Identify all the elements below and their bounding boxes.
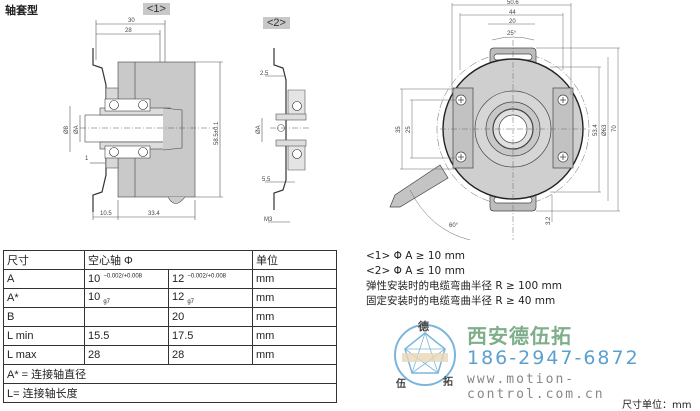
- view-1-label: <1>: [143, 3, 170, 15]
- side-view-2: [261, 48, 310, 223]
- dim-58-5: 58.5±0.1: [214, 121, 220, 145]
- technical-drawings: 30 28 Ø8 ØA 58.5±0.1 1 10.5 33.4 2.5 ØA …: [64, 0, 620, 241]
- table-row: B 20 mm: [3, 307, 337, 327]
- dim-50-6: 50.6: [507, 0, 519, 6]
- note-line: 弹性安装时的电缆弯曲半径 R ≥ 100 mm: [366, 280, 562, 292]
- svg-text:德: 德: [417, 319, 429, 333]
- dim-dA: ØA: [74, 125, 80, 134]
- dim-5-5: 5.5: [262, 177, 271, 183]
- table-header: 尺寸 空心轴 Φ 单位: [3, 250, 337, 270]
- cell-unit: mm: [252, 269, 337, 289]
- dim-70: 70: [612, 125, 618, 132]
- dim-35: 35: [396, 126, 402, 133]
- company-logo: 德 伍 拓: [394, 319, 456, 390]
- cell: 15.5: [84, 326, 169, 346]
- view-2-label: <2>: [263, 17, 290, 29]
- table-row: L max 28 28 mm: [3, 345, 337, 365]
- cell: 10 g7: [84, 288, 169, 308]
- website-url: www.motion-control.com.cn: [467, 372, 605, 402]
- dim-25: 25: [406, 126, 412, 133]
- dim-25-deg: 25°: [507, 31, 517, 37]
- header-unit: 单位: [252, 250, 337, 270]
- dim-2-5: 2.5: [260, 71, 269, 77]
- note-line: 固定安装时的电缆弯曲半径 R ≥ 40 mm: [366, 295, 556, 307]
- header-size: 尺寸: [3, 250, 85, 270]
- cell-unit: mm: [252, 288, 337, 308]
- dim-d63: Ø63: [602, 124, 608, 136]
- table-row: A* 10 g7 12 g7 mm: [3, 288, 337, 308]
- cell: 28: [168, 345, 253, 365]
- cell: 12 g7: [168, 288, 253, 308]
- svg-text:伍: 伍: [395, 377, 406, 390]
- phone-number: 186-2947-6872: [467, 347, 640, 369]
- table-row: A 10 −0.002/+0.008 12 −0.002/+0.008 mm: [3, 269, 337, 289]
- row-label: B: [3, 307, 85, 327]
- table-note: L= 连接轴长度: [3, 383, 337, 403]
- dim-28: 28: [125, 28, 132, 34]
- cell: 10 −0.002/+0.008: [84, 269, 169, 289]
- cell: 20: [168, 307, 253, 327]
- side-view-1: [69, 20, 223, 220]
- dim-3-2: 3.2: [546, 216, 552, 225]
- dimension-table: 尺寸 空心轴 Φ 单位 A 10 −0.002/+0.008 12 −0.002…: [3, 250, 337, 403]
- dim-1: 1: [85, 156, 89, 162]
- dim-60-deg: 60°: [449, 223, 459, 229]
- notes: <1> Φ A ≥ 10 mm <2> Φ A ≤ 10 mm 弹性安装时的电缆…: [366, 249, 562, 309]
- page-title: 轴套型: [5, 4, 38, 17]
- cell: 17.5: [168, 326, 253, 346]
- front-view: [389, 3, 620, 241]
- row-label: L max: [3, 345, 85, 365]
- row-label: A: [3, 269, 85, 289]
- dim-53-4: 53.4: [593, 124, 599, 136]
- cell: [84, 307, 169, 327]
- dim-44: 44: [509, 10, 516, 16]
- dim-m3: M3: [264, 217, 273, 223]
- header-hollow-shaft: 空心轴 Φ: [84, 250, 253, 270]
- dim-dA-2: ØA: [256, 125, 262, 134]
- row-label: A*: [3, 288, 85, 308]
- dim-30: 30: [128, 18, 135, 24]
- dim-d8: Ø8: [64, 125, 70, 134]
- note-line: <2> Φ A ≤ 10 mm: [366, 265, 466, 277]
- cell: 12 −0.002/+0.008: [168, 269, 253, 289]
- unit-note: 尺寸单位：mm: [622, 400, 692, 411]
- dim-33-4: 33.4: [148, 211, 160, 217]
- note-line: <1> Φ A ≥ 10 mm: [366, 250, 466, 262]
- cell-unit: mm: [252, 326, 337, 346]
- dim-10-5: 10.5: [100, 211, 112, 217]
- row-label: L min: [3, 326, 85, 346]
- cell-unit: mm: [252, 345, 337, 365]
- cell: 28: [84, 345, 169, 365]
- table-note: A* = 连接轴直径: [3, 364, 337, 384]
- svg-text:拓: 拓: [443, 375, 453, 388]
- company-name: 西安德伍拓: [467, 324, 572, 348]
- table-row: L min 15.5 17.5 mm: [3, 326, 337, 346]
- cell-unit: mm: [252, 307, 337, 327]
- dim-20: 20: [509, 19, 516, 25]
